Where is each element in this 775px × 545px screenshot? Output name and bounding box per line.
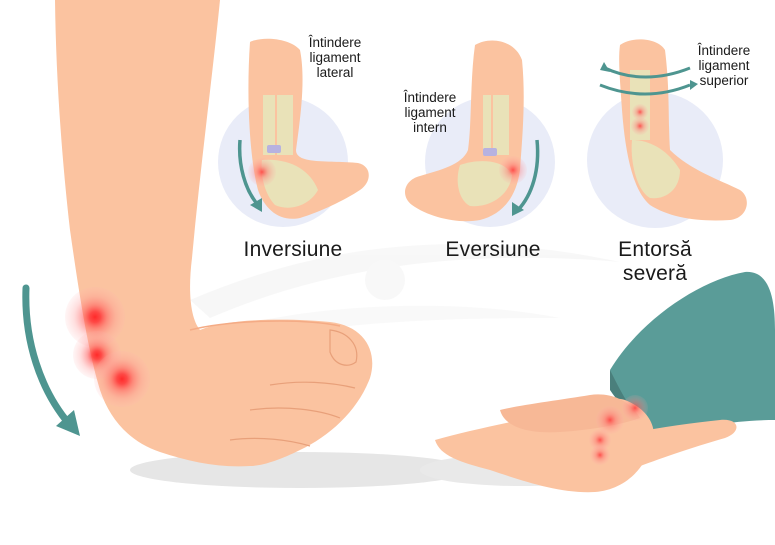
severe-title-line: severă	[622, 261, 688, 285]
annotation-line: ligament	[309, 50, 361, 66]
severe-sprain-panel	[587, 39, 747, 228]
annotation-line: superior	[699, 73, 749, 89]
seated-legs	[435, 271, 775, 493]
arrow-head-icon	[56, 410, 80, 436]
annotation-line: Întindere	[697, 43, 751, 58]
severe-title-line: Entorsă	[618, 238, 692, 261]
severe-annotation: Întindere ligament superior	[684, 43, 764, 88]
annotation-line: intern	[413, 120, 447, 136]
annotation-line: ligament	[404, 105, 456, 121]
eversion-annotation: Întindere ligament intern	[390, 90, 470, 135]
annotation-line: Întindere	[403, 90, 457, 105]
annotation-line: ligament	[698, 58, 750, 74]
annotation-line: Întindere	[308, 35, 362, 50]
inversion-panel	[218, 38, 369, 227]
eversion-title: Eversiune	[445, 238, 541, 261]
inversion-title: Inversiune	[243, 238, 343, 261]
large-foot	[55, 0, 373, 467]
background-watermark	[190, 244, 620, 345]
rotation-arrow-large	[22, 284, 74, 429]
eversion-panel	[405, 40, 555, 227]
annotation-line: lateral	[316, 65, 354, 81]
inversion-annotation: Întindere ligament lateral	[296, 35, 374, 80]
severe-title: Entorsă severă	[605, 238, 705, 285]
